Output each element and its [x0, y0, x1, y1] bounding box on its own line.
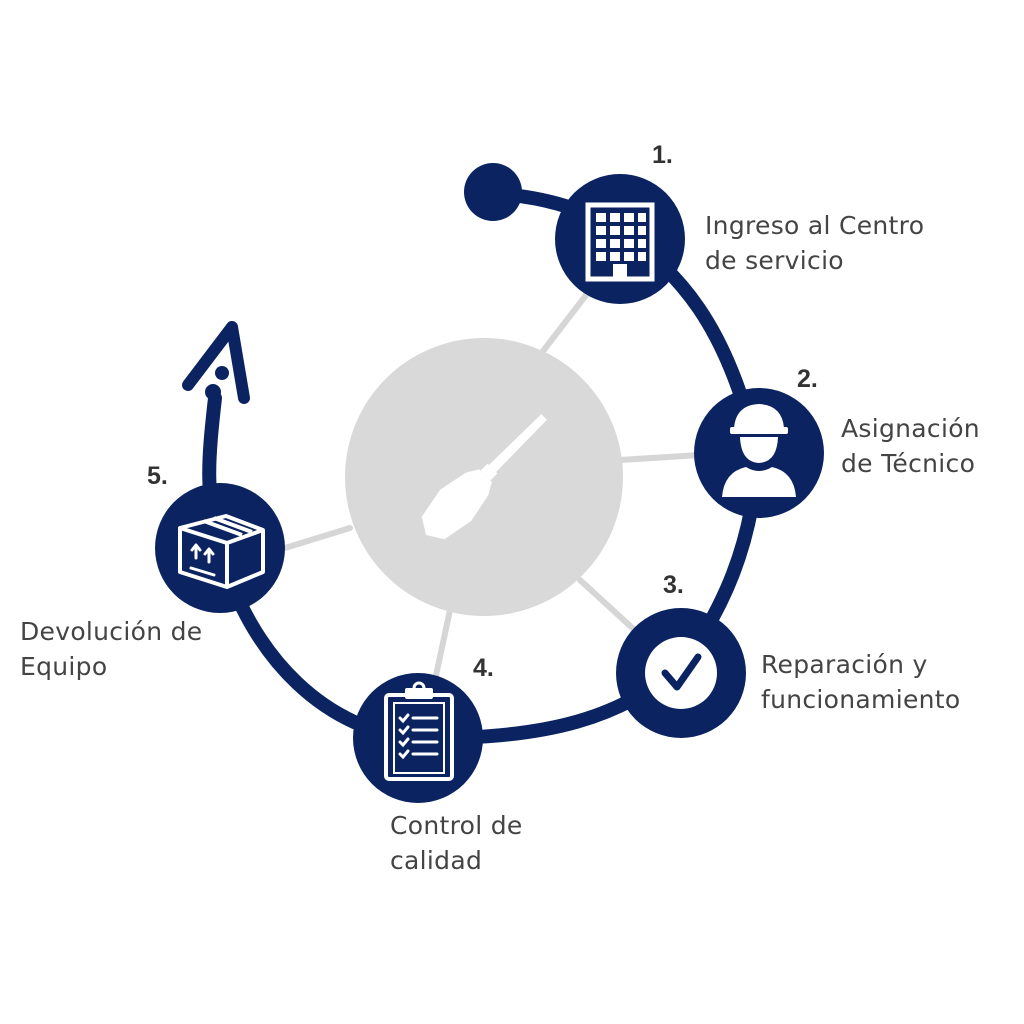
- step-1-label: Ingreso al Centro de servicio: [705, 208, 924, 278]
- path-start-dot: [464, 163, 522, 221]
- hub-spokes: [282, 287, 703, 683]
- step-3-number: 3.: [663, 571, 684, 599]
- step-node-4: [353, 673, 483, 803]
- spoke-1: [537, 287, 593, 358]
- step-3-label-line-2: funcionamiento: [761, 685, 961, 714]
- step-2-label: Asignación de Técnico: [841, 411, 980, 481]
- spoke-3: [577, 577, 643, 638]
- step-node-5: [155, 483, 285, 613]
- step-2-label-line-1: Asignación: [841, 414, 980, 443]
- spoke-4: [432, 607, 453, 683]
- technician-hardhat-icon: [722, 404, 796, 497]
- step-node-3: [616, 608, 746, 738]
- step-5-number: 5.: [147, 462, 168, 490]
- arrow-dot-lower: [205, 384, 221, 400]
- arrow-dot-upper: [215, 366, 229, 380]
- step-node-1: [555, 174, 685, 304]
- arrow-head: [182, 321, 250, 404]
- screwdriver-icon: [421, 414, 547, 540]
- clipboard-checklist-icon: [384, 681, 454, 781]
- step-3-label: Reparación y funcionamiento: [761, 647, 960, 717]
- step-4-label: Control de calidad: [390, 808, 523, 878]
- step-node-2: [694, 388, 824, 518]
- step-4-number: 4.: [473, 654, 494, 682]
- spoke-5: [282, 525, 353, 551]
- step-5-label-line-1: Devolución de: [20, 617, 203, 646]
- step-4-label-line-1: Control de: [390, 811, 523, 840]
- step-2-number: 2.: [797, 365, 818, 393]
- step-4-label-line-2: calidad: [390, 846, 483, 875]
- step-1-label-line-2: de servicio: [705, 246, 844, 275]
- path-end-arrow: [182, 321, 250, 404]
- building-icon: [585, 202, 655, 282]
- checkmark-icon: [661, 653, 702, 691]
- step-5-label-line-2: Equipo: [20, 652, 108, 681]
- step-2-label-line-2: de Técnico: [841, 449, 976, 478]
- box-package-icon: [178, 514, 265, 589]
- step-5-label: Devolución de Equipo: [20, 614, 202, 684]
- step-3-label-line-1: Reparación y: [761, 650, 928, 679]
- spoke-2: [617, 452, 703, 463]
- step-1-number: 1.: [652, 141, 673, 169]
- step-1-label-line-1: Ingreso al Centro: [705, 211, 925, 240]
